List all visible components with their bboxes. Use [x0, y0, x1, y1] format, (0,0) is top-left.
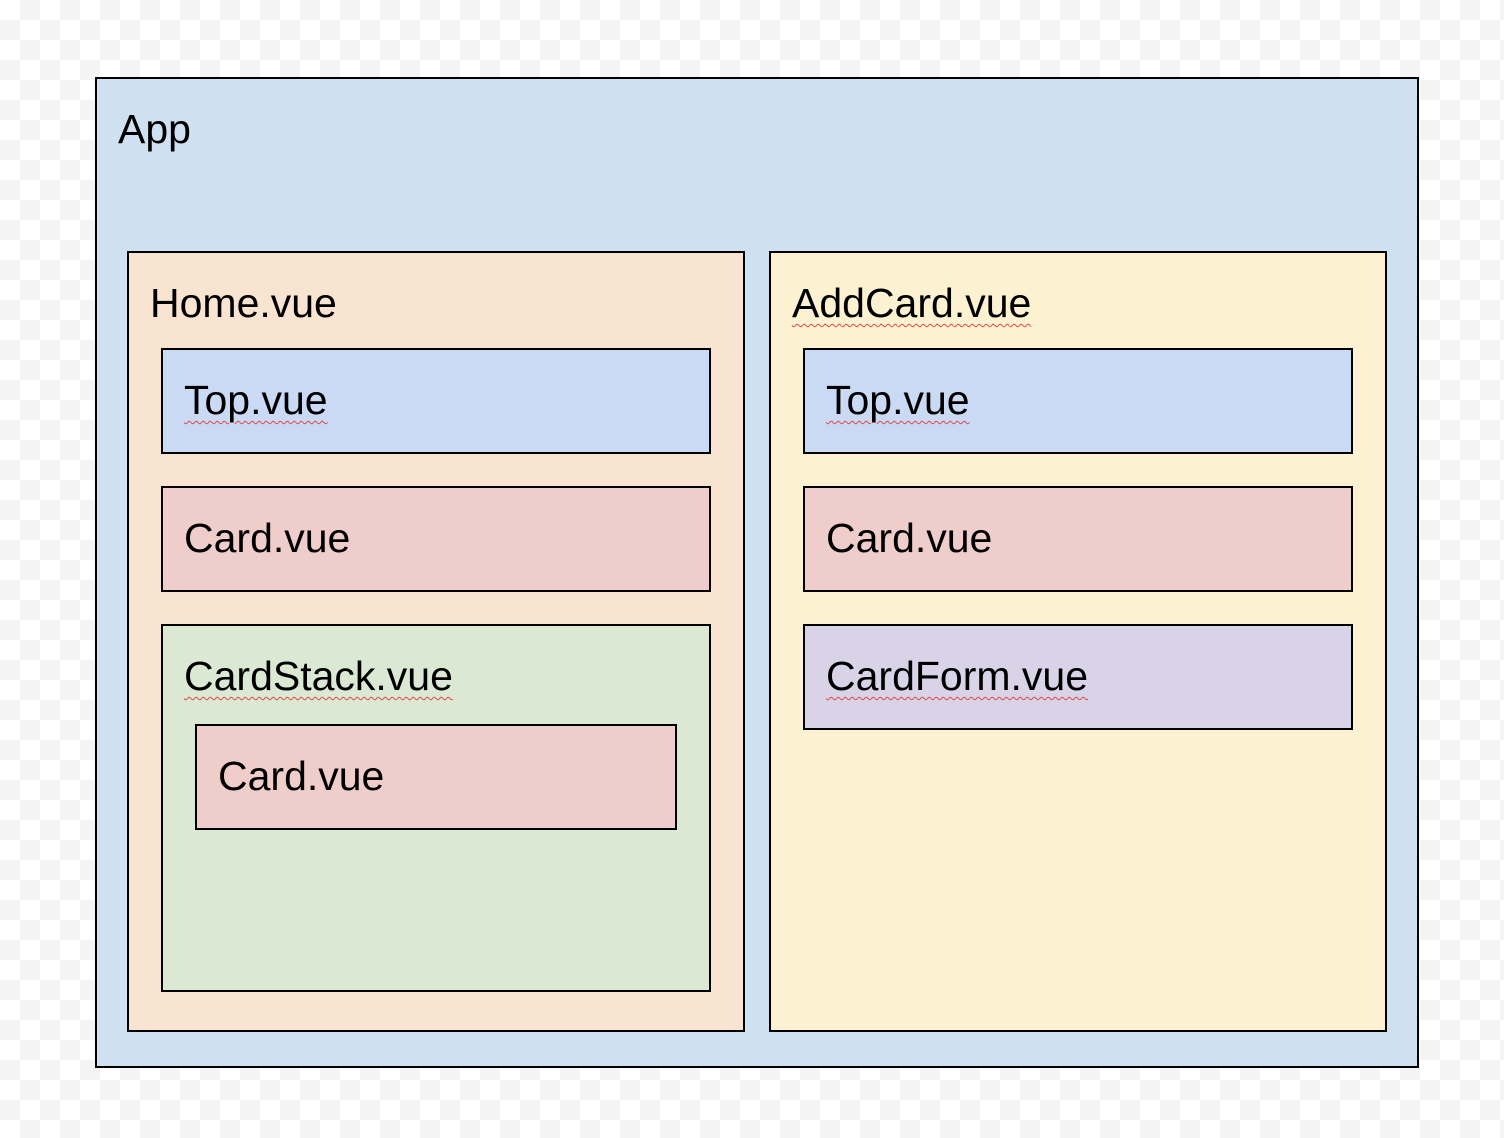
app-label: App [118, 106, 191, 152]
cardstack-card-label: Card.vue [218, 753, 385, 799]
addcard-top-label: Top.vue [826, 377, 970, 423]
addcard-label: AddCard.vue [792, 280, 1032, 326]
home-top-label: Top.vue [184, 377, 328, 423]
addcard-card-label: Card.vue [826, 515, 993, 561]
cardform-label: CardForm.vue [826, 653, 1089, 699]
cardstack-card-box: Card.vue [195, 724, 677, 830]
home-card-box: Card.vue [161, 486, 711, 592]
addcard-top-box: Top.vue [803, 348, 1353, 454]
cardform-box: CardForm.vue [803, 624, 1353, 730]
home-card-label: Card.vue [184, 515, 351, 561]
home-top-box: Top.vue [161, 348, 711, 454]
addcard-card-box: Card.vue [803, 486, 1353, 592]
cardstack-label: CardStack.vue [184, 653, 453, 699]
home-label: Home.vue [150, 280, 337, 326]
